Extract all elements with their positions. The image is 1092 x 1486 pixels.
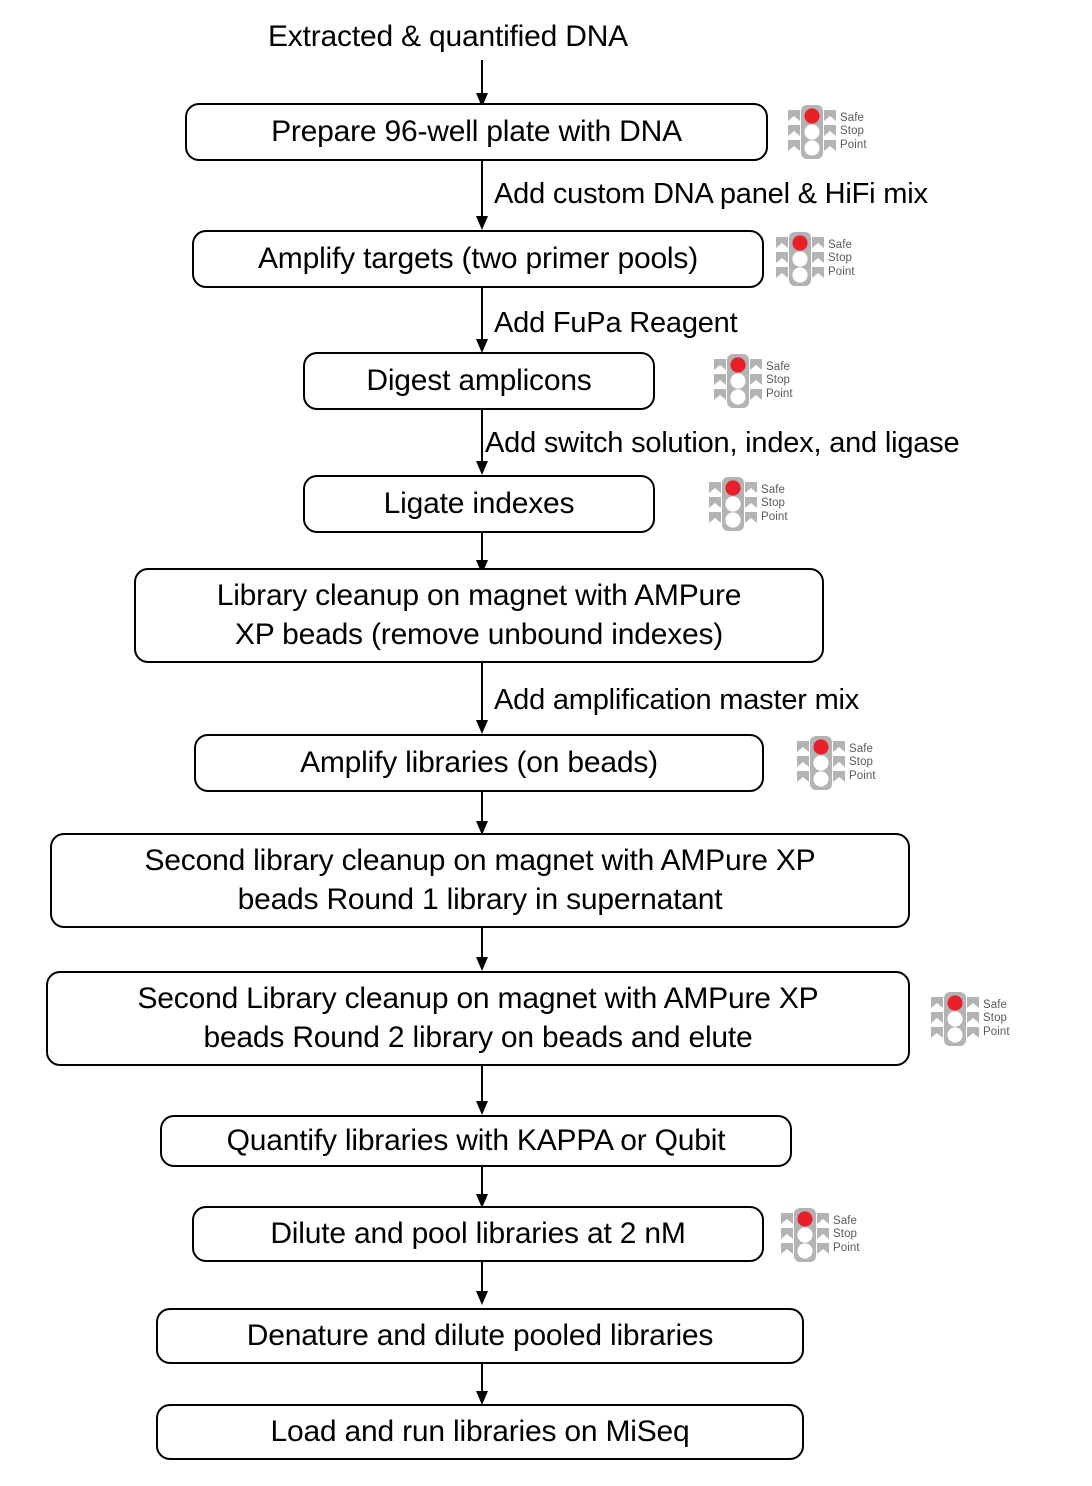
node-label: Denature and dilute pooled libraries [246,1318,714,1352]
node-label: Digest amplicons [366,363,592,397]
node-second-library-cleanup-round2[interactable]: Second Library cleanup on magnet with AM… [46,971,910,1066]
arrow-node11-to-node12 [470,1364,494,1406]
node-label: Amplify targets (two primer pools) [258,241,698,275]
node-second-library-cleanup-round1[interactable]: Second library cleanup on magnet with AM… [50,833,910,928]
node-denature-and-dilute[interactable]: Denature and dilute pooled libraries [156,1308,804,1364]
safe-stop-point-label: Safe Stop Point [840,111,867,151]
node-amplify-targets[interactable]: Amplify targets (two primer pools) [192,230,764,288]
node-library-cleanup-ampure[interactable]: Library cleanup on magnet with AMPure XP… [134,568,824,663]
node-dilute-and-pool-libraries[interactable]: Dilute and pool libraries at 2 nM [192,1206,764,1262]
traffic-light-icon [775,230,825,288]
traffic-light-icon [796,734,846,792]
arrow-node10-to-node11 [470,1262,494,1306]
arrow-node9-to-node10 [470,1167,494,1209]
safe-stop-point-label: Safe Stop Point [761,483,788,523]
safe-stop-point-label: Safe Stop Point [766,360,793,400]
arrow-node1-to-node2 [470,161,494,231]
safe-stop-point-badge-node10: Safe Stop Point [780,1206,860,1264]
safe-stop-point-badge-node2: Safe Stop Point [775,230,855,288]
safe-stop-point-badge-node3: Safe Stop Point [713,352,793,410]
safe-stop-point-badge-node6: Safe Stop Point [796,734,876,792]
page-title: Extracted & quantified DNA [268,20,628,53]
safe-stop-point-badge-node8: Safe Stop Point [930,990,1010,1048]
node-quantify-libraries[interactable]: Quantify libraries with KAPPA or Qubit [160,1115,792,1167]
node-label: Load and run libraries on MiSeq [270,1414,690,1448]
arrow-node7-to-node8 [470,928,494,972]
node-label: Amplify libraries (on beads) [300,745,658,779]
node-prepare-96-well-plate[interactable]: Prepare 96-well plate with DNA [185,103,768,161]
node-label: Second library cleanup on magnet with AM… [144,844,816,916]
traffic-light-icon [708,475,758,533]
node-label: Dilute and pool libraries at 2 nM [270,1216,686,1250]
node-label: Prepare 96-well plate with DNA [271,114,682,148]
safe-stop-point-badge-node4: Safe Stop Point [708,475,788,533]
arrow-node5-to-node6 [470,663,494,735]
node-amplify-libraries-on-beads[interactable]: Amplify libraries (on beads) [194,734,764,792]
node-label: Ligate indexes [383,486,575,520]
arrow-node2-to-node3 [470,288,494,354]
edge-label-add-fupa-reagent: Add FuPa Reagent [494,307,738,339]
node-ligate-indexes[interactable]: Ligate indexes [303,475,655,533]
traffic-light-icon [713,352,763,410]
safe-stop-point-label: Safe Stop Point [983,998,1010,1038]
node-label: Quantify libraries with KAPPA or Qubit [226,1123,726,1157]
edge-label-add-amplification-master-mix: Add amplification master mix [494,684,860,716]
node-load-and-run-miseq[interactable]: Load and run libraries on MiSeq [156,1404,804,1460]
safe-stop-point-label: Safe Stop Point [849,742,876,782]
safe-stop-point-label: Safe Stop Point [828,238,855,278]
node-label: Library cleanup on magnet with AMPure XP… [216,579,742,651]
safe-stop-point-label: Safe Stop Point [833,1214,860,1254]
node-label: Second Library cleanup on magnet with AM… [137,982,819,1054]
arrow-node6-to-node7 [470,792,494,836]
arrow-caption-to-node1 [470,60,494,108]
edge-label-add-switch-solution: Add switch solution, index, and ligase [485,427,960,459]
edge-label-add-custom-dna-panel: Add custom DNA panel & HiFi mix [494,178,928,210]
safe-stop-point-badge-node1: Safe Stop Point [787,103,867,161]
traffic-light-icon [930,990,980,1048]
traffic-light-icon [787,103,837,161]
arrow-node8-to-node9 [470,1066,494,1116]
node-digest-amplicons[interactable]: Digest amplicons [303,352,655,410]
traffic-light-icon [780,1206,830,1264]
